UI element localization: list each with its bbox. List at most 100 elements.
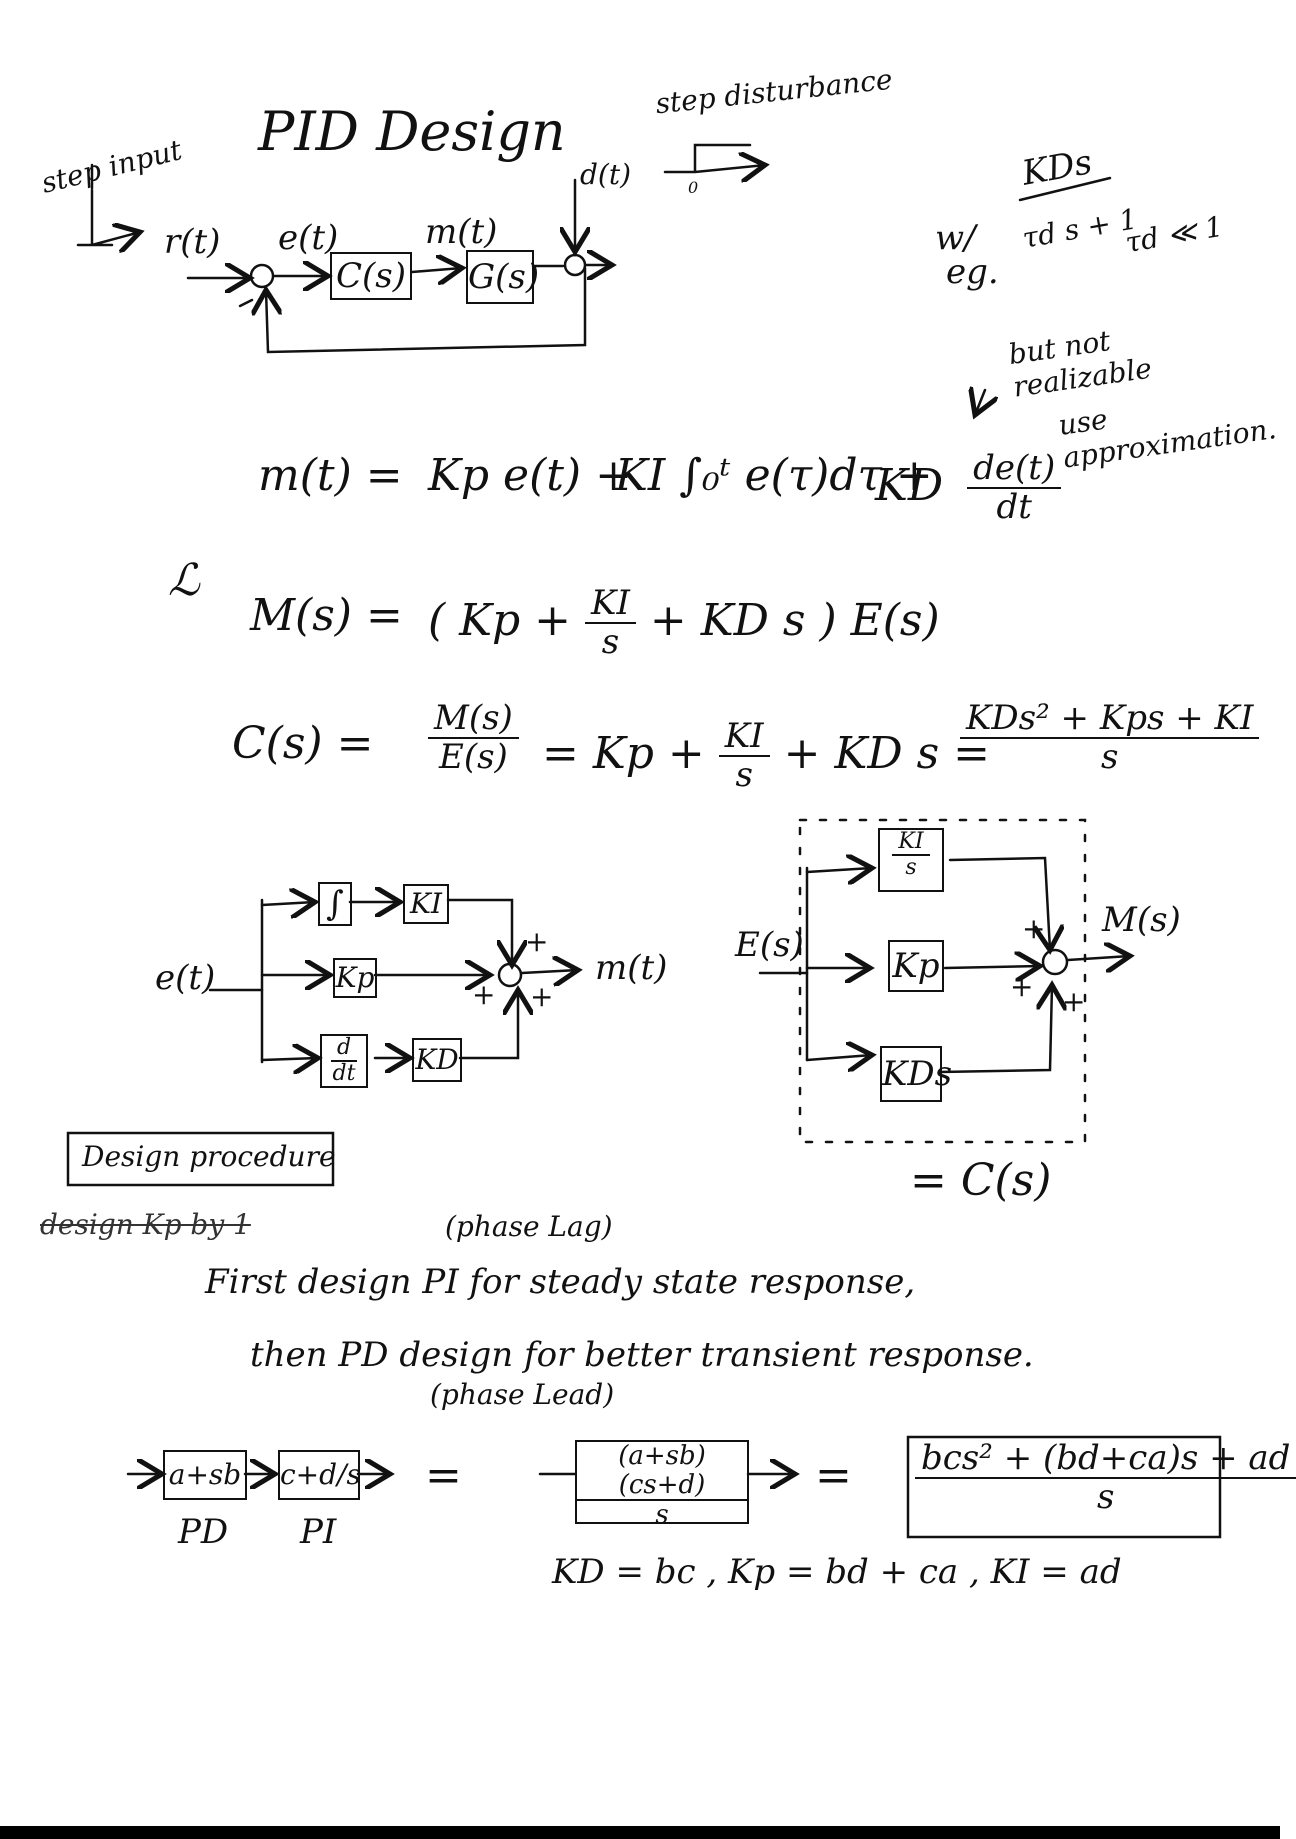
result-box (906, 1435, 1222, 1539)
ms-es-fraction: M(s) E(s) (428, 699, 519, 778)
cs-rhs-fraction: KDs² + Kps + KI s (960, 699, 1260, 777)
zero-label: 0 (688, 178, 699, 197)
td-deriv-num: d (330, 1035, 358, 1063)
combined-fraction: (a+sb)(cs+d) s (577, 1442, 747, 1530)
feedback-path (266, 266, 587, 354)
sd-kds-out (938, 985, 1052, 1074)
td-top-arrow (260, 902, 315, 905)
sd-ki-num: KI (892, 829, 930, 857)
laplace-part2: + KD s ) E(s) (649, 594, 940, 646)
td-deriv-den: dt (332, 1061, 356, 1087)
td-output-label: m(t) (595, 948, 668, 988)
sd-ki-block: KI s (878, 828, 944, 892)
scan-bottom-edge (0, 1826, 1280, 1839)
eq-time-term2: KI ∫₀ᵗ e(τ)dτ + (615, 450, 933, 501)
ms-numerator: M(s) (428, 699, 519, 740)
controller-block: C(s) (330, 252, 412, 300)
sd-sum (1041, 948, 1069, 976)
cs-rhs-numerator: KDs² + Kps + KI (960, 699, 1260, 740)
design-procedure-heading: Design procedure (82, 1140, 336, 1173)
sd-kds-block: KDs (880, 1046, 952, 1102)
eq-time-term3: KD de(t) dt (875, 449, 1062, 528)
derivative-block: d dt (320, 1034, 368, 1088)
sd-output-arrow (1066, 956, 1130, 960)
minus-sign (238, 298, 254, 308)
summing-junction-2 (563, 253, 587, 277)
result-fraction: bcs² + (bd+ca)s + ad s (915, 1439, 1296, 1518)
sd-plus-top: + (1022, 912, 1046, 945)
td-kp-block: Kp (333, 958, 377, 998)
result-denominator: s (1096, 1477, 1115, 1518)
gain-relations: KD = bc , Kp = bd + ca , KI = ad (552, 1552, 1122, 1592)
with-label: w/ (935, 218, 976, 258)
td-ki-out (446, 898, 512, 965)
integrator-block: ∫ (318, 882, 352, 926)
page-title: PID Design (258, 100, 566, 163)
ms-over-es: M(s) E(s) (428, 699, 519, 778)
loop-r-label: r(t) (164, 222, 221, 262)
derivative-fraction: de(t) dt (967, 449, 1062, 528)
combined-block: (a+sb)(cs+d) s (575, 1440, 749, 1529)
eq-cs-lhs: C(s) = (232, 718, 374, 769)
derivative-denominator: dt (996, 487, 1032, 528)
eq-time-lhs: m(t) = (258, 450, 403, 501)
td-ki-block: KI (403, 884, 449, 924)
td-bot-arrow (260, 1058, 318, 1060)
td-sum (497, 962, 523, 988)
struck-text: design Kp by 1 (40, 1208, 251, 1241)
td-deriv-fraction: d dt (327, 1035, 362, 1087)
sd-plus-left: + (1010, 970, 1034, 1003)
td-output-arrow (520, 970, 578, 973)
pd-block: a+sb (163, 1450, 247, 1500)
cs-mid-part1: = Kp + (542, 727, 705, 779)
sd-ki-den: s (905, 855, 917, 881)
cs-ki-fraction: KI s (718, 717, 770, 795)
td-plus-top: + (525, 925, 549, 958)
td-kd-block: KD (412, 1038, 462, 1082)
pi-block: c+d/s (278, 1450, 361, 1500)
step-input-symbol (76, 163, 140, 245)
eg-label: eg. (946, 252, 999, 292)
step-disturbance-symbol (663, 145, 765, 172)
sd-plus-bottom: + (1062, 985, 1086, 1018)
sd-kp-block: Kp (888, 940, 944, 992)
loop-e-label: e(t) (278, 218, 339, 258)
eq-time-term1: Kp e(t) + (428, 450, 632, 501)
summing-junction-1 (249, 263, 275, 289)
sd-output-label: M(s) (1102, 900, 1181, 940)
sd-ki-out (948, 856, 1050, 950)
cs-dotted-frame (798, 818, 1087, 1144)
eq-cs-middle: = Kp + KI s + KD s = (542, 717, 991, 795)
sd-kp-out (943, 966, 1040, 968)
sd-ki-fraction: KI s (892, 829, 930, 881)
phase-lag-label: (phase Lag) (445, 1210, 613, 1243)
plant-block: G(s) (466, 250, 539, 304)
phase-lead-label: (phase Lead) (430, 1378, 615, 1411)
cs-ki-numerator: KI (718, 717, 770, 758)
pi-label: PI (300, 1512, 337, 1552)
approx-arrow (975, 390, 985, 415)
eg-fraction-line (1018, 176, 1112, 202)
td-input-label: e(t) (155, 958, 216, 998)
kd-coefficient: KD (875, 459, 944, 511)
combined-numerator: (a+sb)(cs+d) (577, 1442, 747, 1502)
equals-cs-label: = C(s) (910, 1155, 1052, 1206)
result-numerator: bcs² + (bd+ca)s + ad (915, 1439, 1296, 1480)
pd-label: PD (178, 1512, 229, 1552)
disturbance-symbol: d(t) (580, 158, 632, 191)
result-expression: bcs² + (bd+ca)s + ad s (915, 1439, 1296, 1517)
laplace-symbol: ℒ (168, 555, 200, 606)
eq-laplace-rhs: ( Kp + KI s + KD s ) E(s) (428, 584, 940, 662)
cs-mid-part2: + KD s = (783, 727, 991, 779)
es-denominator: E(s) (439, 737, 508, 778)
ki-over-s-fraction: KI s (585, 584, 636, 662)
procedure-line-2: then PD design for better transient resp… (250, 1335, 1034, 1375)
derivative-numerator: de(t) (967, 449, 1062, 490)
cascade-equals-1: = (425, 1450, 462, 1501)
eq-laplace-lhs: M(s) = (250, 590, 403, 641)
laplace-part1: ( Kp + (428, 594, 572, 646)
loop-arrow-m (410, 268, 462, 272)
procedure-line-1: First design PI for steady state respons… (205, 1262, 916, 1302)
sd-input-label: E(s) (735, 925, 804, 965)
